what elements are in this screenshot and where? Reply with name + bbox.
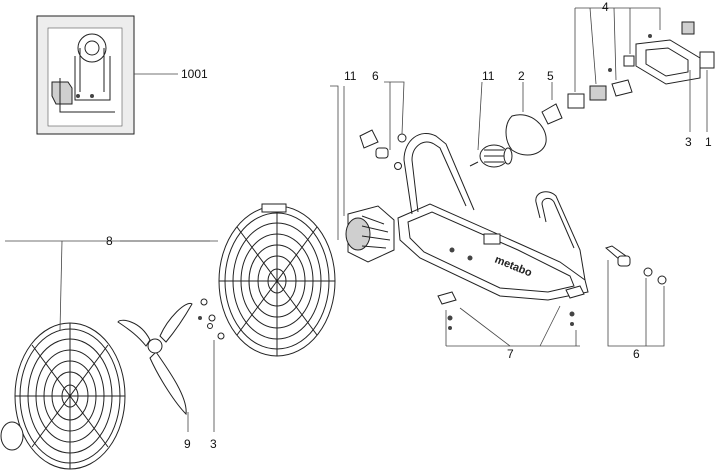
callout-8: 8 [106, 234, 113, 248]
capacitor-clip [359, 129, 407, 170]
brand-logo: metabo [493, 254, 534, 280]
control-panel [567, 21, 715, 109]
screws-and-washers [198, 298, 225, 340]
callout-3-bottom: 3 [210, 437, 217, 451]
bracket [541, 103, 563, 125]
fan-blade [117, 302, 193, 416]
leader-lines [5, 7, 708, 432]
feet-pads [437, 285, 585, 330]
callout-11-left: 11 [344, 69, 357, 83]
callout-3-top: 3 [685, 135, 692, 149]
callout-6-bottom: 6 [633, 347, 640, 361]
callout-5: 5 [547, 69, 554, 83]
callout-7: 7 [507, 347, 514, 361]
wiring-diagram-inset [36, 15, 135, 135]
callout-4: 4 [602, 0, 609, 14]
switch-knob [469, 144, 513, 168]
callout-2: 2 [518, 69, 525, 83]
badge-disc [0, 421, 24, 451]
callout-9: 9 [184, 437, 191, 451]
cover-lens [505, 114, 547, 156]
callout-11-right: 11 [482, 69, 495, 83]
callout-6-top: 6 [372, 69, 379, 83]
motor [345, 205, 395, 263]
callout-1001: 1001 [181, 67, 208, 81]
frame-stand [397, 133, 589, 301]
bolt-set [605, 245, 667, 285]
rear-grille [218, 203, 336, 357]
front-grille [14, 322, 126, 470]
callout-1: 1 [705, 135, 712, 149]
